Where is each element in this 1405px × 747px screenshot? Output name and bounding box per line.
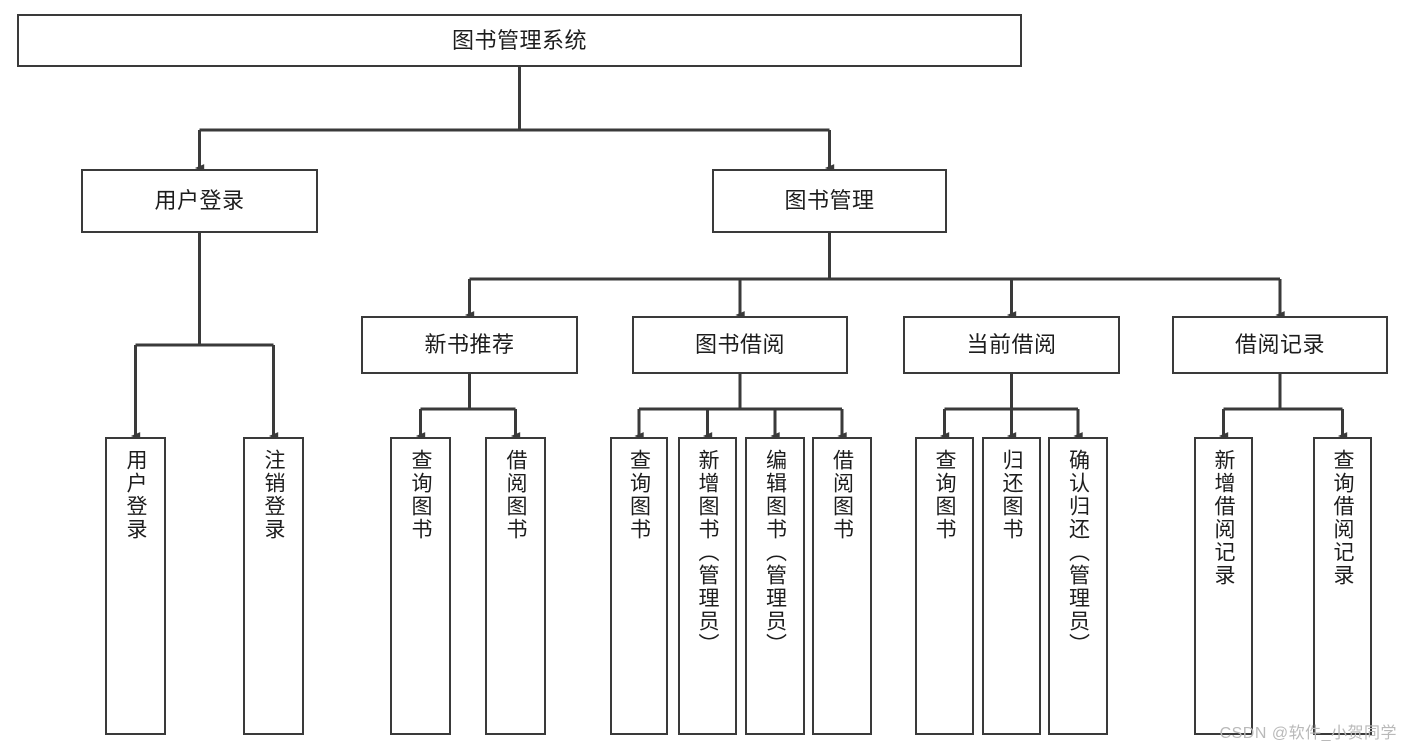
node-leaf-query-book-1[interactable]: 查询图书 [390, 437, 451, 735]
edge-group [130, 67, 1348, 440]
node-label: 借阅图书 [504, 449, 527, 541]
node-leaf-return-book[interactable]: 归还图书 [982, 437, 1041, 735]
node-leaf-borrow-book-2[interactable]: 借阅图书 [812, 437, 872, 735]
node-leaf-add-book[interactable]: 新增图书（管理员） [678, 437, 737, 735]
node-leaf-query-book-3[interactable]: 查询图书 [915, 437, 974, 735]
node-borrow-record[interactable]: 借阅记录 [1172, 316, 1388, 374]
node-label: 用户登录 [124, 449, 147, 541]
node-leaf-edit-book[interactable]: 编辑图书（管理员） [745, 437, 805, 735]
node-label: 图书借阅 [694, 332, 785, 358]
node-label: 查询借阅记录 [1331, 449, 1354, 587]
node-current-borrow[interactable]: 当前借阅 [903, 316, 1120, 374]
node-label: 用户登录 [154, 188, 245, 214]
node-label: 新增借阅记录 [1212, 449, 1235, 587]
node-label: 查询图书 [627, 449, 651, 541]
node-book-borrow[interactable]: 图书借阅 [632, 316, 848, 374]
node-label: 编辑图书（管理员） [763, 449, 787, 656]
node-label: 新增图书（管理员） [696, 449, 719, 656]
node-new-book-rec[interactable]: 新书推荐 [361, 316, 578, 374]
node-label: 注销登录 [262, 449, 285, 541]
node-label: 借阅图书 [830, 449, 854, 541]
node-label: 归还图书 [1000, 449, 1023, 541]
node-leaf-confirm-return[interactable]: 确认归还（管理员） [1048, 437, 1108, 735]
node-leaf-borrow-book-1[interactable]: 借阅图书 [485, 437, 546, 735]
node-leaf-user-logout[interactable]: 注销登录 [243, 437, 304, 735]
node-label: 查询图书 [409, 449, 432, 541]
node-root[interactable]: 图书管理系统 [17, 14, 1022, 67]
node-leaf-user-login[interactable]: 用户登录 [105, 437, 166, 735]
node-user-login[interactable]: 用户登录 [81, 169, 318, 233]
node-label: 当前借阅 [966, 332, 1057, 358]
node-label: 图书管理系统 [451, 27, 587, 53]
node-label: 新书推荐 [424, 332, 515, 358]
node-label: 确认归还（管理员） [1066, 449, 1090, 656]
node-label: 借阅记录 [1234, 332, 1325, 358]
node-leaf-query-record[interactable]: 查询借阅记录 [1313, 437, 1372, 735]
node-leaf-add-record[interactable]: 新增借阅记录 [1194, 437, 1253, 735]
node-label: 查询图书 [933, 449, 956, 541]
node-label: 图书管理 [784, 188, 875, 214]
node-book-manage[interactable]: 图书管理 [712, 169, 947, 233]
node-leaf-query-book-2[interactable]: 查询图书 [610, 437, 668, 735]
